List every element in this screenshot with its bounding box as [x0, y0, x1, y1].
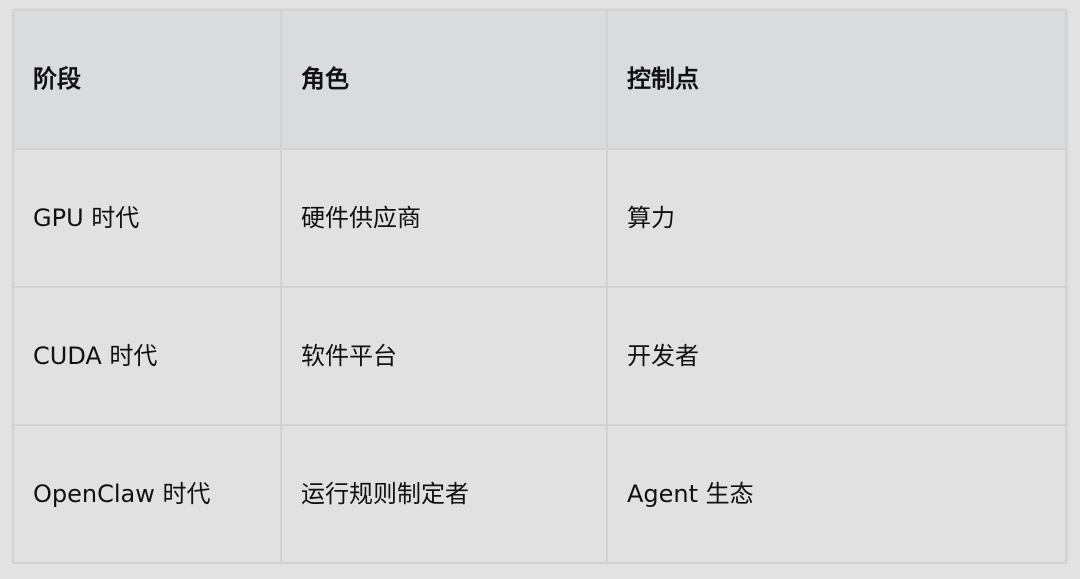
cell-stage: CUDA 时代 — [12, 286, 282, 426]
header-role: 角色 — [280, 9, 608, 150]
cell-stage: GPU 时代 — [12, 148, 282, 288]
cell-role: 运行规则制定者 — [280, 424, 608, 564]
cell-control-point: Agent 生态 — [606, 424, 1067, 564]
cell-role: 硬件供应商 — [280, 148, 608, 288]
comparison-table: 阶段 角色 控制点 GPU 时代 硬件供应商 算力 CUDA 时代 软件平台 开… — [12, 9, 1067, 564]
comparison-table-container: 阶段 角色 控制点 GPU 时代 硬件供应商 算力 CUDA 时代 软件平台 开… — [12, 9, 1067, 564]
cell-control-point: 算力 — [606, 148, 1067, 288]
table-row: GPU 时代 硬件供应商 算力 — [12, 148, 1067, 288]
table-header: 阶段 角色 控制点 — [12, 9, 1067, 150]
cell-role: 软件平台 — [280, 286, 608, 426]
cell-control-point: 开发者 — [606, 286, 1067, 426]
table-body: GPU 时代 硬件供应商 算力 CUDA 时代 软件平台 开发者 OpenCla… — [12, 148, 1067, 564]
cell-stage: OpenClaw 时代 — [12, 424, 282, 564]
header-row: 阶段 角色 控制点 — [12, 9, 1067, 150]
header-stage: 阶段 — [12, 9, 282, 150]
table-row: OpenClaw 时代 运行规则制定者 Agent 生态 — [12, 424, 1067, 564]
table-row: CUDA 时代 软件平台 开发者 — [12, 286, 1067, 426]
header-control-point: 控制点 — [606, 9, 1067, 150]
